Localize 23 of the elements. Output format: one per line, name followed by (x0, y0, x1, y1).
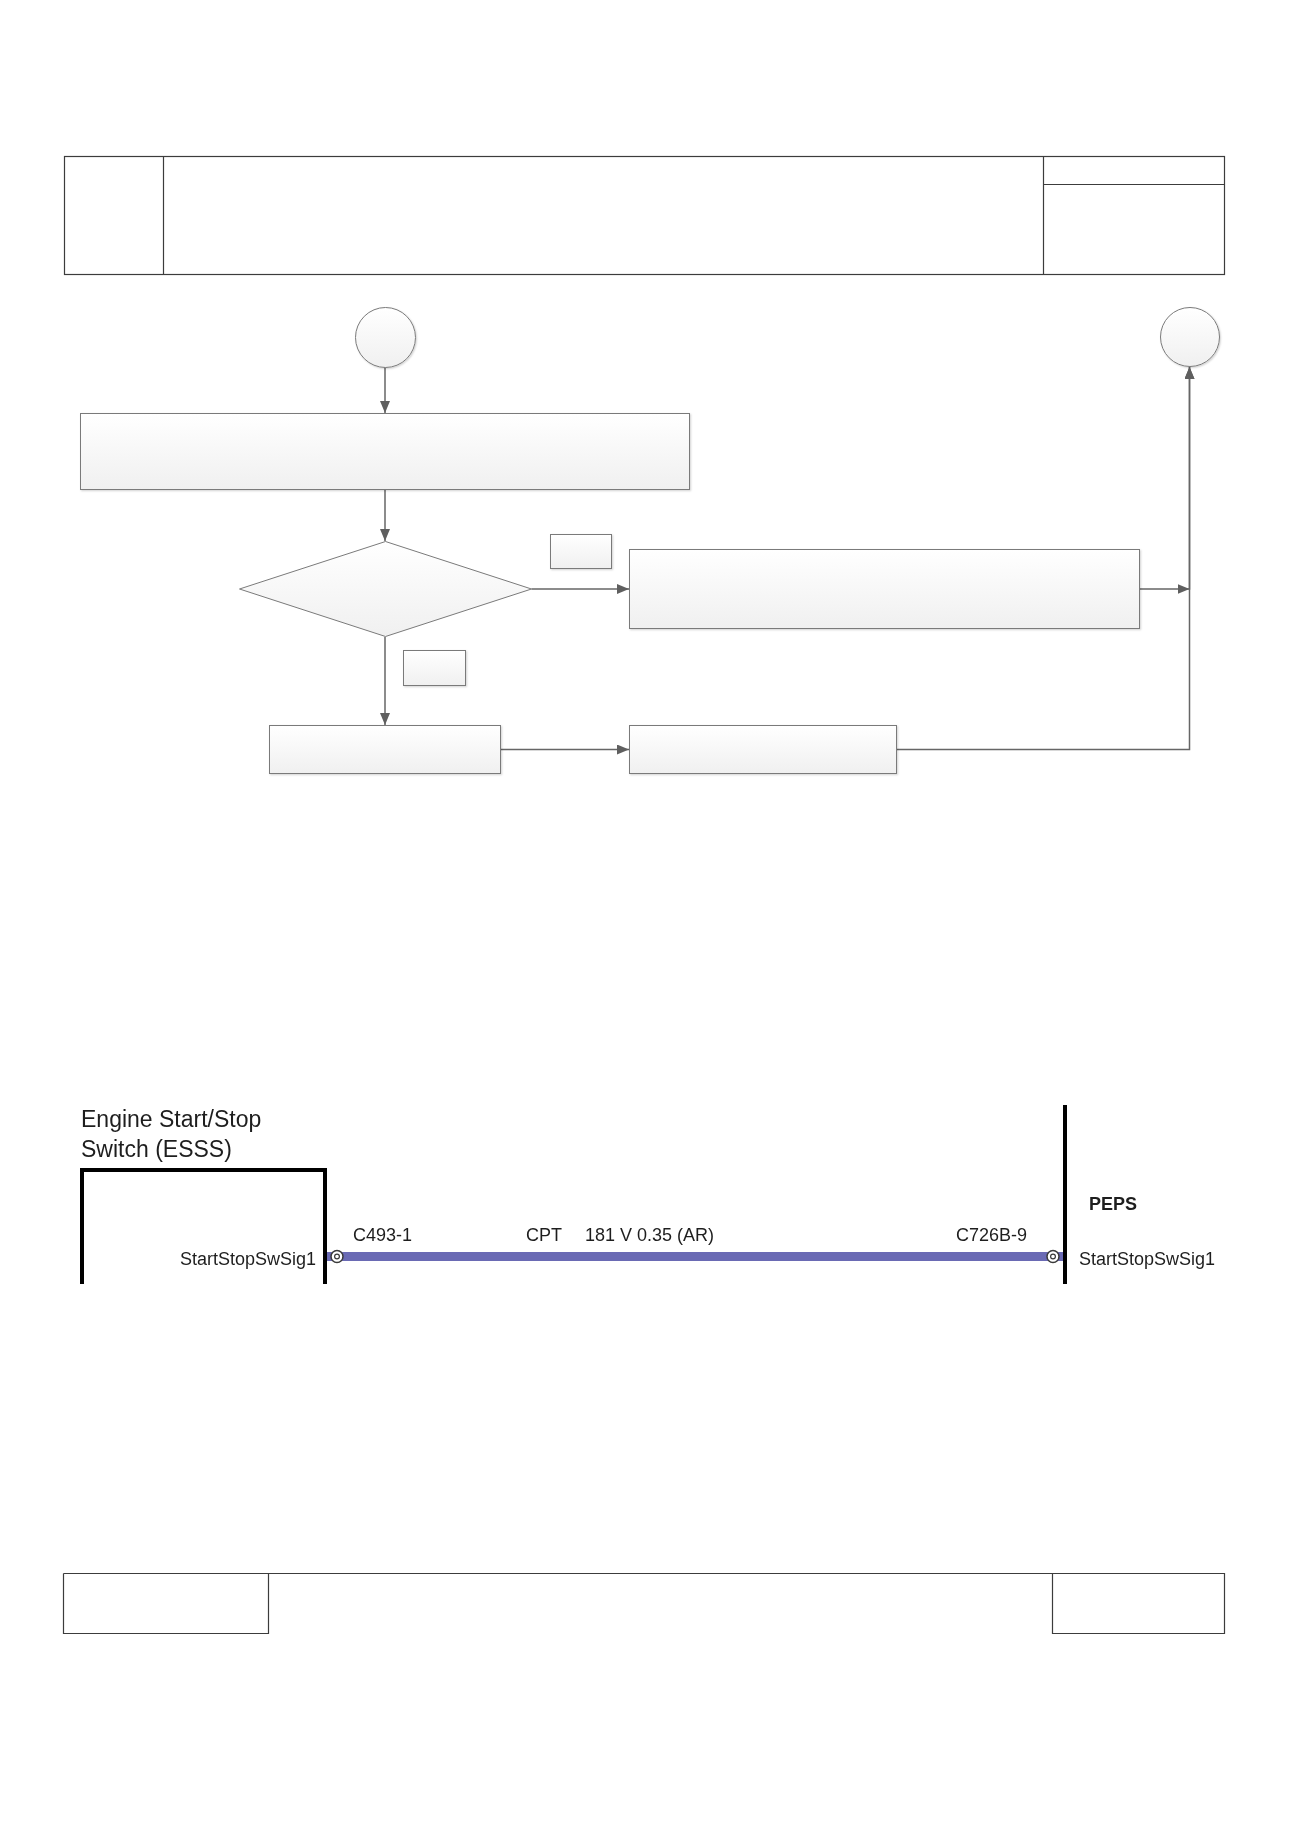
arrow (380, 366, 390, 414)
arrow (530, 584, 630, 594)
connector-id: C726B-9 (956, 1224, 1028, 1246)
arrow (380, 636, 390, 726)
process-box (80, 413, 690, 490)
connector-circle (1159, 307, 1220, 367)
process-box (269, 725, 501, 774)
process-box (629, 725, 897, 774)
connector-id: C493-1 (353, 1224, 413, 1246)
arrow (500, 744, 630, 755)
pin-name: StartStopSwSig1 (1079, 1248, 1216, 1270)
wire-code: CPT (526, 1224, 562, 1246)
arrow (896, 366, 1195, 751)
component-name: PEPS (1089, 1193, 1138, 1215)
wire (327, 1249, 1063, 1264)
arrow (380, 489, 390, 542)
decision-diamond (238, 541, 532, 637)
label-box (550, 534, 612, 569)
label-box (403, 650, 466, 686)
process-box (629, 549, 1140, 629)
pin-name: StartStopSwSig1 (179, 1248, 316, 1270)
wire-spec: 181 V 0.35 (AR) (585, 1224, 715, 1246)
component-name: Engine Start/Stop Switch (ESSS) (81, 1105, 263, 1164)
